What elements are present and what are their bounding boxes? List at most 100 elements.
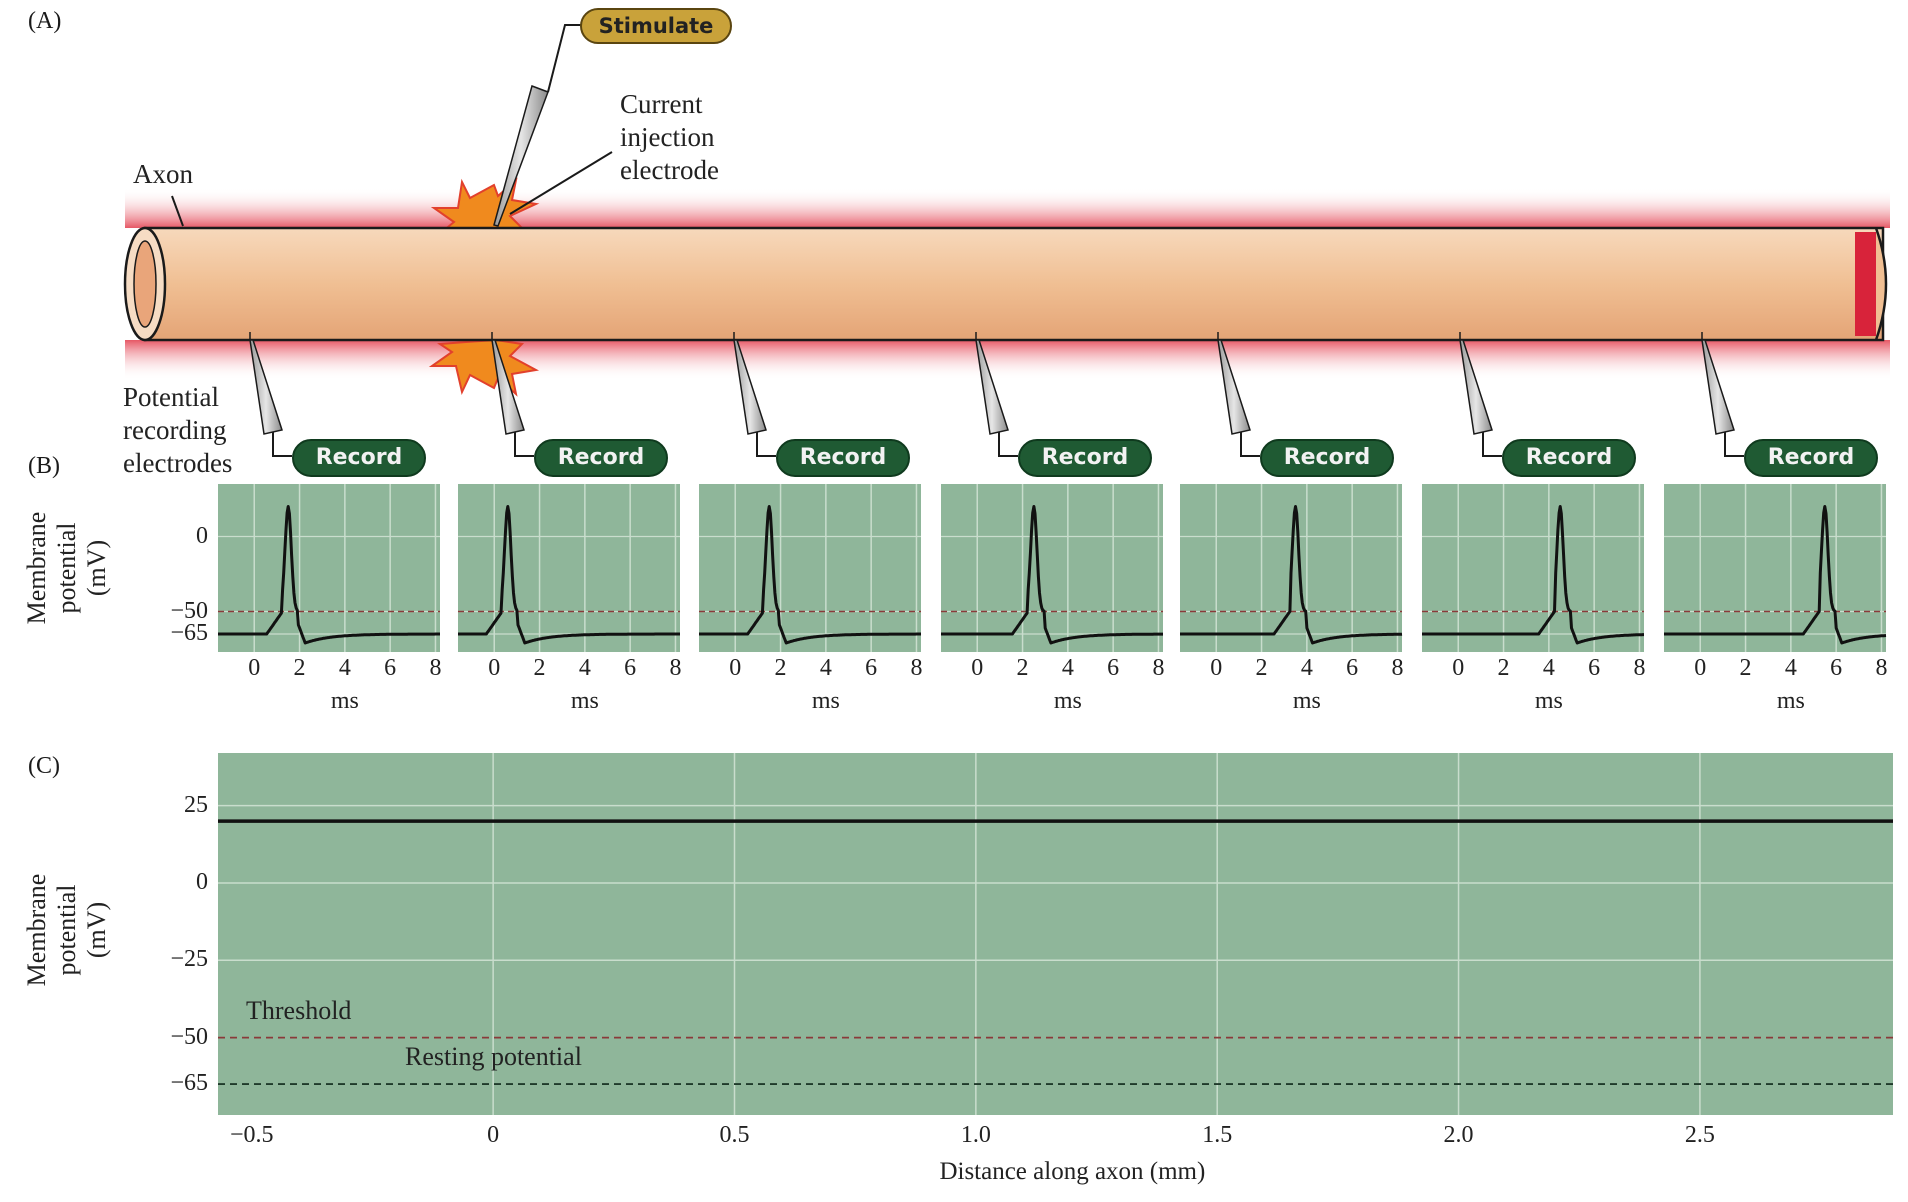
recording-electrode <box>733 339 767 435</box>
current-injection-label-line-3: electrode <box>620 155 719 185</box>
x-axis-unit: ms <box>1053 688 1082 714</box>
x-tick-label: 8 <box>1875 655 1888 681</box>
y-axis-title-line: (mV) <box>82 901 111 959</box>
panel-label-c: (C) <box>28 753 60 779</box>
y-tick-label: −25 <box>170 946 208 973</box>
x-tick-label: 6 <box>865 655 878 681</box>
injection-leader <box>509 151 613 215</box>
x-tick-label: 6 <box>1346 655 1359 681</box>
x-tick-label: 6 <box>624 655 637 681</box>
plot-b-background <box>1422 484 1644 652</box>
recording-electrode <box>975 339 1009 435</box>
axon-right-cap <box>1874 227 1888 341</box>
axon-glow-top <box>125 188 1890 228</box>
x-tick-label: 8 <box>429 655 442 681</box>
recording-wire <box>1240 432 1260 457</box>
x-tick-label: 0.5 <box>719 1122 750 1148</box>
x-tick-label: 8 <box>669 655 682 681</box>
x-tick-label: 4 <box>1300 655 1313 681</box>
x-tick-label: 8 <box>1152 655 1165 681</box>
x-tick-label: 4 <box>578 655 591 681</box>
x-tick-label: 6 <box>1588 655 1601 681</box>
axon-diagram <box>123 24 1890 457</box>
x-tick-label: 4 <box>1542 655 1555 681</box>
x-tick-label: 0 <box>1210 655 1223 681</box>
x-tick-label: 4 <box>1061 655 1074 681</box>
y-tick-label: −50 <box>170 1023 208 1050</box>
recording-wire <box>998 432 1018 457</box>
action-potential-trace <box>217 505 441 645</box>
stimulate-button[interactable]: Stimulate <box>580 8 732 44</box>
action-potential-trace <box>1663 505 1887 645</box>
recording-wire <box>1724 432 1744 457</box>
record-button[interactable]: Record <box>1502 439 1636 477</box>
action-potential-trace <box>457 505 681 645</box>
x-tick-label: 6 <box>1107 655 1120 681</box>
y-tick-label: −65 <box>170 620 208 646</box>
plot-b-background <box>1664 484 1886 652</box>
recording-wire <box>272 432 292 457</box>
x-tick-label: 2 <box>1255 655 1268 681</box>
x-tick-label: 2 <box>774 655 787 681</box>
record-button[interactable]: Record <box>534 439 668 477</box>
recording-electrode <box>1217 339 1251 435</box>
x-tick-label: −0.5 <box>230 1122 274 1148</box>
x-tick-label: 2 <box>293 655 306 681</box>
x-axis-unit: ms <box>1776 688 1805 714</box>
x-tick-label: 4 <box>819 655 832 681</box>
recording-wire <box>514 432 534 457</box>
recording-electrode <box>249 339 283 435</box>
recording-wire <box>756 432 776 457</box>
action-potential-trace <box>940 505 1164 645</box>
recording-electrodes-label: Potential recording electrodes <box>123 381 232 480</box>
x-tick-label: 0 <box>971 655 984 681</box>
x-tick-label: 6 <box>1830 655 1843 681</box>
x-axis-unit: ms <box>1534 688 1563 714</box>
y-tick-label: 0 <box>196 522 208 549</box>
x-tick-label: 1.0 <box>960 1122 991 1148</box>
current-injection-label: Current injection electrode <box>620 88 719 187</box>
plot-b-background <box>218 484 440 652</box>
recording-electrodes-label-line-3: electrodes <box>123 448 233 478</box>
x-tick-label: 0 <box>729 655 742 681</box>
axon-leader <box>171 195 184 227</box>
recording-electrode <box>491 339 525 435</box>
x-axis-title-c: Distance along axon (mm) <box>939 1158 1206 1185</box>
panel-c-plot <box>218 753 1893 1115</box>
record-button[interactable]: Record <box>1260 439 1394 477</box>
record-button[interactable]: Record <box>1744 439 1878 477</box>
y-axis-title-line: potential <box>52 884 81 976</box>
x-axis-unit: ms <box>1292 688 1321 714</box>
action-potential-trace <box>698 505 922 645</box>
x-axis-unit: ms <box>330 688 359 714</box>
x-tick-label: 6 <box>384 655 397 681</box>
y-tick-label: −50 <box>170 597 208 624</box>
resting-potential-label: Resting potential <box>405 1042 582 1072</box>
action-potential-trace <box>1179 505 1403 645</box>
record-button[interactable]: Record <box>1018 439 1152 477</box>
panel-label-a: (A) <box>28 8 62 34</box>
x-tick-label: 0 <box>487 1122 500 1148</box>
y-axis-title-line: Membrane <box>22 511 51 625</box>
current-injection-label-line-1: Current <box>620 89 703 119</box>
record-button[interactable]: Record <box>776 439 910 477</box>
x-tick-label: 0 <box>248 655 261 681</box>
x-tick-label: 2 <box>1739 655 1752 681</box>
plot-c-background <box>218 753 1893 1115</box>
x-tick-label: 2 <box>1016 655 1029 681</box>
current-injection-label-line-2: injection <box>620 122 715 152</box>
y-tick-label: 25 <box>184 791 208 818</box>
recording-electrode <box>1459 339 1493 435</box>
axon-body <box>143 226 1885 342</box>
panel-b-plots <box>217 484 1887 652</box>
plot-b-background <box>699 484 921 652</box>
record-button[interactable]: Record <box>292 439 426 477</box>
recording-wire <box>1482 432 1502 457</box>
panel-label-b: (B) <box>28 453 60 479</box>
x-tick-label: 0 <box>488 655 501 681</box>
x-axis-unit: ms <box>570 688 599 714</box>
axon-glow-bottom <box>125 340 1890 380</box>
